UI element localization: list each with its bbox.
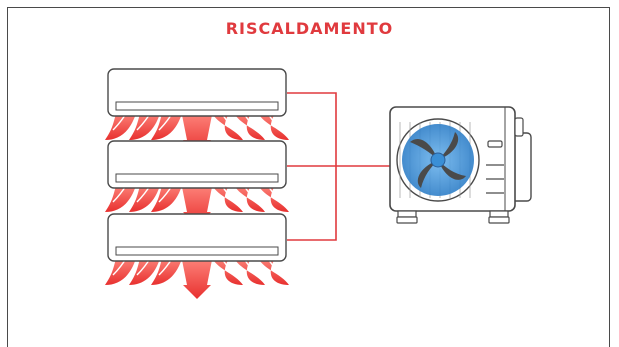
fan-icon	[402, 124, 474, 196]
indoor-unit-1	[105, 68, 289, 154]
heat-curl-2	[129, 110, 161, 140]
heat-curl-6	[257, 255, 289, 285]
indoor-unit-group	[105, 68, 289, 299]
heat-curl-2	[129, 255, 161, 285]
heat-curl-1	[105, 182, 137, 212]
heat-curl-4	[211, 182, 243, 212]
heat-curl-1	[105, 110, 137, 140]
heat-curl-6	[257, 182, 289, 212]
heat-curl-4	[211, 255, 243, 285]
indoor-unit-vent	[115, 101, 279, 111]
outdoor-unit-vents	[486, 140, 504, 194]
heat-arrow-center	[181, 255, 213, 299]
outdoor-unit-connector	[514, 117, 524, 137]
heat-curl-4	[211, 110, 243, 140]
outdoor-unit-feet	[396, 210, 510, 224]
heat-curl-5	[233, 255, 265, 285]
refrigerant-pipes	[287, 92, 392, 241]
diagram-title: RISCALDAMENTO	[225, 19, 394, 38]
heat-curl-3	[151, 110, 183, 140]
indoor-unit-2	[105, 140, 289, 226]
heat-curl-5	[233, 182, 265, 212]
indoor-unit-vent	[115, 173, 279, 183]
heat-curl-3	[151, 182, 183, 212]
heat-curl-1	[105, 255, 137, 285]
heat-curl-3	[151, 255, 183, 285]
indoor-unit-vent	[115, 246, 279, 256]
heat-airflow-3	[105, 255, 289, 299]
heat-curl-6	[257, 110, 289, 140]
diagram-frame	[7, 7, 610, 347]
indoor-unit-3	[105, 213, 289, 299]
heat-curl-2	[129, 182, 161, 212]
outdoor-unit	[389, 106, 532, 224]
heat-curl-5	[233, 110, 265, 140]
